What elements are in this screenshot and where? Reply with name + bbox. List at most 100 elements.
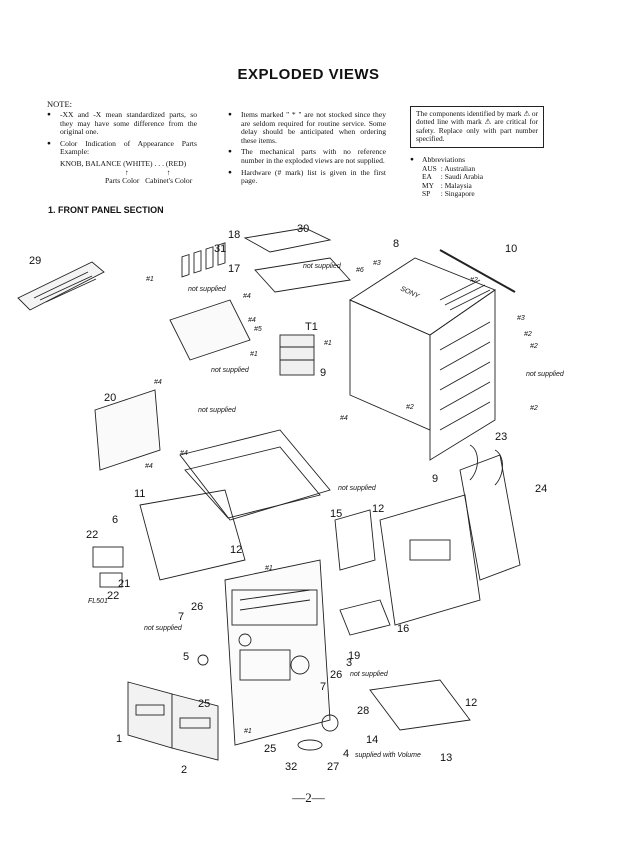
hardware-label: #3 — [517, 315, 525, 322]
part-number: 9 — [432, 473, 438, 485]
part-number: 12 — [230, 544, 242, 556]
knob-27-drawing — [297, 739, 323, 751]
not-supplied-label: not supplied — [198, 407, 237, 414]
remote-control-drawing — [17, 261, 105, 311]
deck-mechanism-drawing — [179, 429, 331, 521]
part-number: 10 — [505, 243, 517, 255]
not-supplied-label: not supplied — [338, 485, 377, 492]
hardware-label: #2 — [530, 343, 538, 350]
hardware-label: #4 — [248, 317, 256, 324]
display-label: FL501 — [88, 598, 108, 605]
part-number: 8 — [393, 238, 399, 250]
volume-knob-drawing — [321, 714, 339, 732]
hardware-label: #4 — [340, 415, 348, 422]
part-number: 26 — [330, 669, 342, 681]
deck-unit-drawing — [379, 494, 481, 626]
hardware-label: #3 — [373, 260, 381, 267]
board-20-drawing — [94, 389, 161, 471]
part-number: 6 — [112, 514, 118, 526]
part-number: 30 — [297, 223, 309, 235]
part-number: 24 — [535, 483, 547, 495]
abbr-name: : Australian — [440, 163, 476, 173]
bracket-15-drawing — [334, 509, 376, 571]
abbr-code: MY — [422, 180, 434, 190]
supplied-with-volume-label: supplied with Volume — [355, 752, 421, 759]
note-item: Color Indication of Appearance Parts Exa… — [47, 139, 197, 157]
abbreviations-heading: Abbreviations — [422, 155, 466, 164]
not-supplied-label: not supplied — [211, 367, 250, 374]
safety-warning-box: The components identified by mark ⚠ or d… — [410, 106, 544, 148]
part-number: 9 — [320, 367, 326, 379]
abbr-name: : Singapore — [440, 189, 475, 199]
part-number: 11 — [134, 488, 145, 500]
hardware-label: #6 — [356, 267, 364, 274]
note-heading: NOTE: — [47, 99, 73, 109]
part-number: 5 — [183, 651, 189, 663]
note-item: Items marked " * " are not stocked since… — [228, 110, 386, 145]
hardware-label: #2 — [524, 331, 532, 338]
antenna-rod-drawing — [439, 249, 516, 293]
hardware-label: #1 — [244, 728, 252, 735]
part-number: 4 — [343, 748, 349, 760]
part-number: 12 — [465, 697, 477, 709]
hardware-label: #2 — [530, 405, 538, 412]
cassette-lids-drawing — [127, 681, 219, 761]
part-number: 20 — [104, 392, 116, 404]
abbreviations: ● Abbreviations AUS: Australian EA : Saud… — [410, 155, 485, 199]
part-number: 28 — [357, 705, 369, 717]
abbr-name: : Malaysia — [440, 180, 472, 190]
hardware-label: #4 — [180, 450, 188, 457]
note-item: The mechanical parts with no reference n… — [228, 148, 386, 165]
exploded-view-diagram: 19 30 18 31 17 8 10 29 #1 #4 #4 #5 #3 #6… — [17, 215, 565, 776]
hardware-label: #5 — [254, 326, 262, 333]
front-sub-chassis-drawing — [139, 489, 246, 581]
abbr-code: SP — [422, 189, 431, 199]
part-number: 15 — [330, 508, 342, 520]
note-column-2: Items marked " * " are not stocked since… — [228, 110, 386, 189]
abbr-code: EA — [422, 172, 432, 182]
board-24-drawing — [459, 454, 521, 581]
part-number: 19 — [348, 650, 360, 662]
switch-board-drawing — [169, 242, 251, 361]
part-number: T1 — [305, 321, 318, 333]
hardware-label: #4 — [243, 293, 251, 300]
bracket-17-drawing — [254, 257, 351, 293]
part-number: 29 — [29, 255, 41, 267]
part-number: 16 — [397, 623, 409, 635]
knob-5-drawing — [197, 654, 209, 666]
part-number: 22 — [86, 529, 98, 541]
hardware-label: #4 — [154, 379, 162, 386]
cable-23-drawing — [469, 444, 503, 486]
button-16-drawing — [339, 599, 391, 636]
not-supplied-label: not supplied — [303, 263, 342, 270]
board-13-drawing — [369, 679, 471, 731]
hardware-label: #1 — [324, 340, 332, 347]
part-number: 27 — [327, 761, 339, 773]
color-example-caption: Parts Color Cabinet's Color — [105, 176, 193, 186]
color-example-line: KNOB, BALANCE (WHITE) . . . (RED) — [60, 158, 187, 168]
bullet-icon: ● — [410, 156, 414, 163]
part-number: 23 — [495, 431, 507, 443]
hardware-label: #4 — [145, 463, 153, 470]
not-supplied-label: not supplied — [350, 671, 389, 678]
color-example-arrows: ↑ ↑ — [125, 167, 171, 177]
transformer-drawing — [279, 334, 315, 376]
part-number: 21 — [118, 578, 130, 590]
hardware-label: #1 — [250, 351, 258, 358]
abbr-code: AUS — [422, 163, 437, 173]
part-number: 13 — [440, 752, 452, 764]
not-supplied-label: not supplied — [526, 371, 565, 378]
part-number: 25 — [264, 743, 276, 755]
part-number: 3 — [346, 657, 352, 669]
abbr-name: : Saudi Arabia — [440, 172, 484, 182]
top-bracket-drawing — [243, 227, 332, 253]
part-number: 7 — [320, 681, 326, 693]
page-number: —2— — [292, 790, 325, 805]
part-number: 22 — [107, 590, 119, 602]
part-number: 18 — [228, 229, 240, 241]
part-number: 14 — [366, 734, 378, 746]
not-supplied-label: not supplied — [188, 286, 227, 293]
note-item: Hardware (# mark) list is given in the f… — [228, 168, 386, 186]
page-title: EXPLODED VIEWS — [237, 66, 380, 83]
part-number: 19 — [292, 215, 304, 218]
